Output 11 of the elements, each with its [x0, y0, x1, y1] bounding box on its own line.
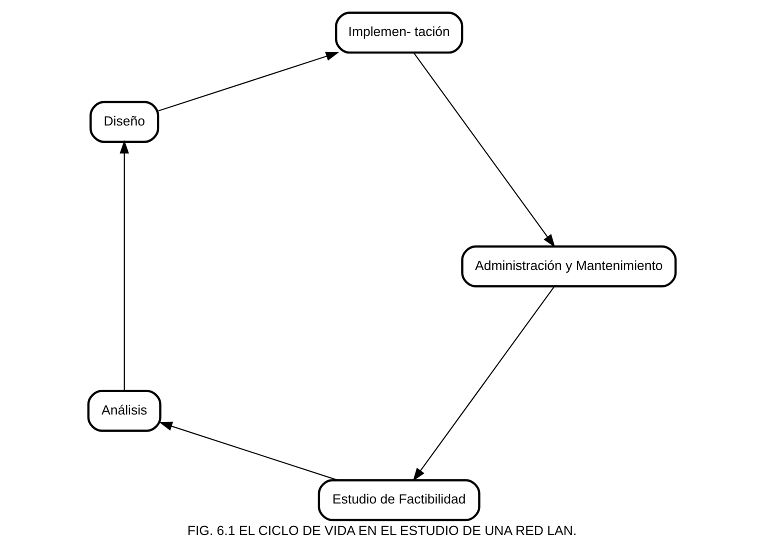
arrow	[412, 286, 554, 482]
node-box: Análisis	[86, 390, 161, 432]
caption: FIG. 6.1 EL CICLO DE VIDA EN EL ESTUDIO DE UNA RED LAN.	[186, 523, 576, 538]
arrow	[158, 422, 338, 481]
node-box: Administración y Mantenimiento	[460, 245, 676, 288]
node-box: Implemen- tación	[334, 12, 463, 54]
arrow	[119, 140, 128, 391]
node-box: Diseño	[89, 100, 159, 143]
arrow	[412, 52, 555, 248]
arrow	[158, 52, 339, 112]
node-box: Estudio de Factibilidad	[317, 479, 480, 522]
